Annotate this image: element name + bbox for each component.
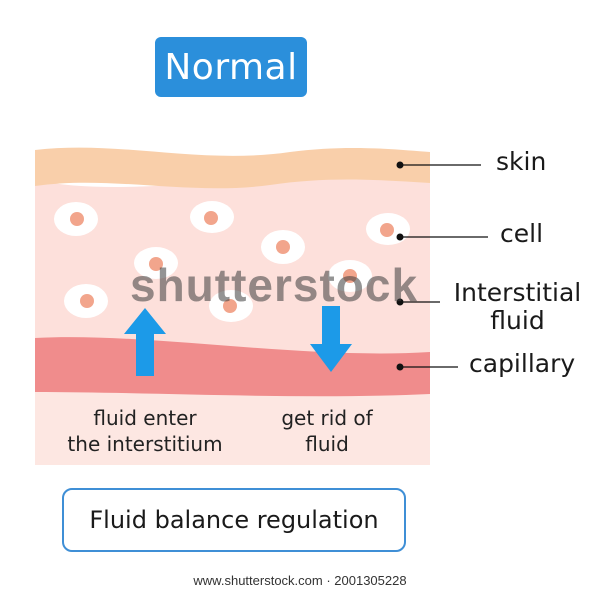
skin-label: skin — [496, 147, 547, 176]
interstitial-leader — [396, 298, 440, 306]
interstitial-label-line2: fluid — [490, 306, 545, 335]
cell — [54, 202, 98, 236]
footer-box: Fluid balance regulation — [62, 488, 406, 552]
credit-line: www.shutterstock.com · 2001305228 — [193, 573, 407, 588]
interstitial-label-line1: Interstitial — [453, 278, 582, 307]
cell-label: cell — [500, 219, 544, 248]
get-rid-line1: get rid of — [281, 406, 373, 430]
page-title: Normal — [164, 46, 298, 88]
cell — [366, 213, 410, 245]
cell — [64, 284, 108, 318]
fluid-enter-line2: the interstitium — [67, 432, 223, 456]
arrow-up-icon — [124, 308, 166, 376]
cell — [134, 247, 178, 279]
cell-leader — [396, 233, 488, 241]
title-badge: Normal — [155, 37, 307, 97]
cell — [190, 201, 234, 233]
capillary-label: capillary — [469, 349, 576, 378]
fluid-enter-line1: fluid enter — [93, 406, 197, 430]
interstitial-fluid-label: Interstitial fluid — [450, 279, 585, 335]
get-rid-line2: fluid — [305, 432, 349, 456]
arrow-down-icon — [310, 306, 352, 372]
footer-title: Fluid balance regulation — [89, 506, 379, 534]
lower-tissue — [35, 390, 430, 465]
skin-leader — [396, 161, 481, 169]
get-rid-caption: get rid of fluid — [262, 405, 392, 457]
fluid-enter-caption: fluid enter the interstitium — [50, 405, 240, 457]
skin-layer — [35, 147, 430, 189]
capillary-leader — [396, 363, 458, 371]
cell — [261, 230, 305, 264]
cell — [328, 260, 372, 292]
capillary-band — [35, 337, 430, 397]
cell — [209, 290, 253, 322]
watermark: shutterstock — [130, 259, 419, 311]
